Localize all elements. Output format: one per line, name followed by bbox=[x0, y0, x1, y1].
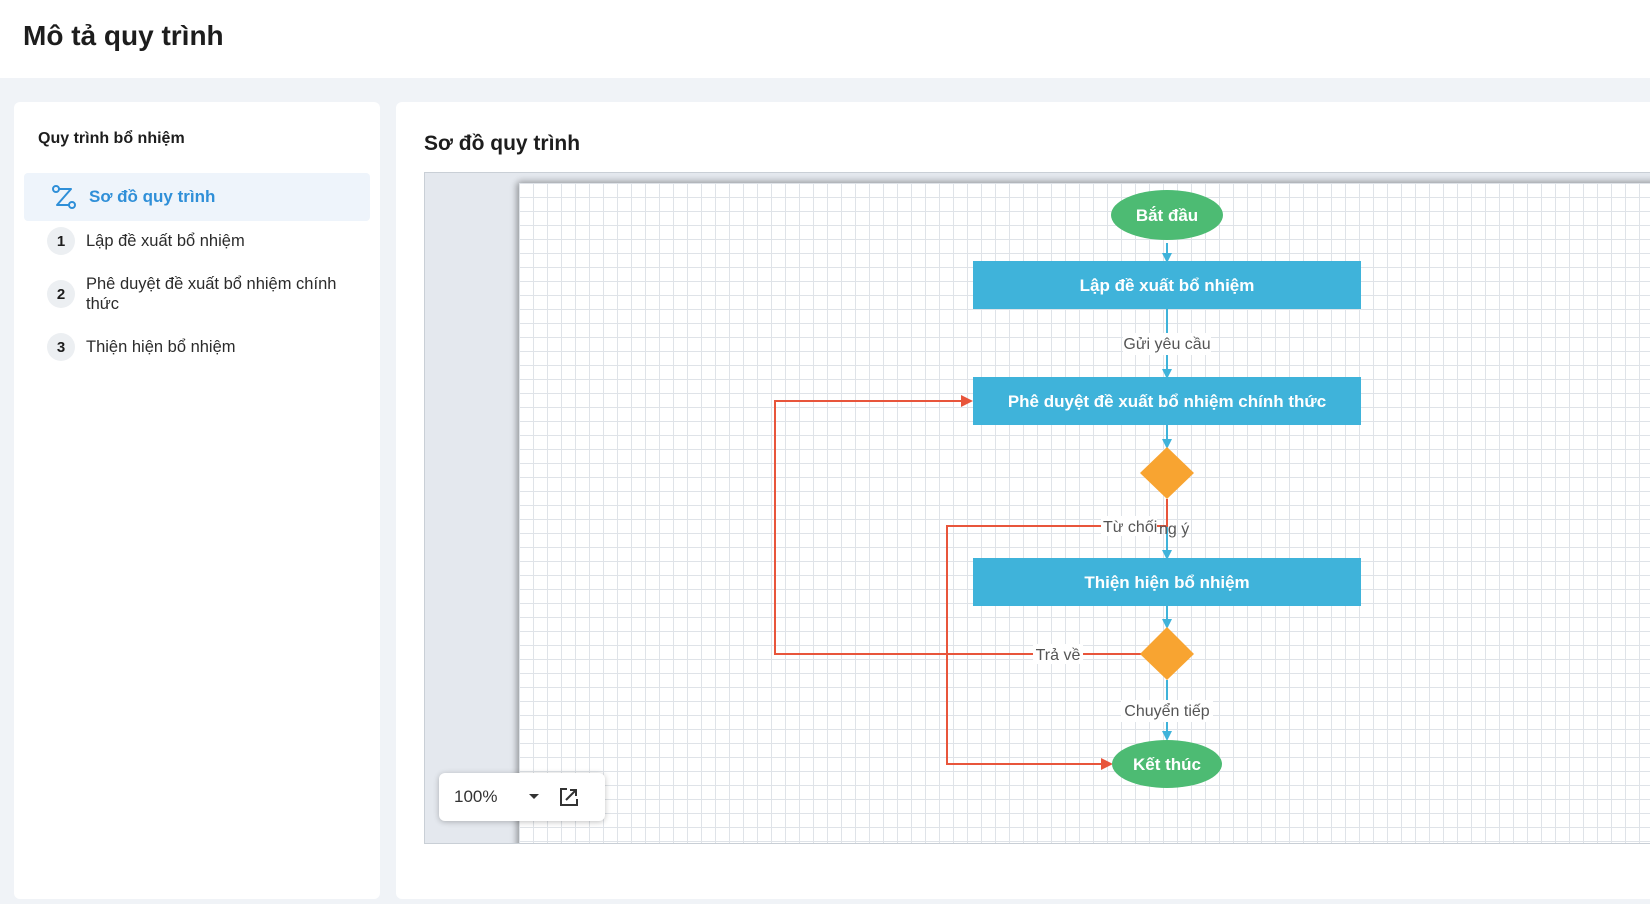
export-icon[interactable] bbox=[558, 786, 580, 808]
node-decision-approve[interactable] bbox=[1140, 447, 1194, 499]
node-start-label: Bắt đầu bbox=[1136, 206, 1198, 225]
left-panel: Quy trình bổ nhiệm Sơ đồ quy trình 1 Lập… bbox=[14, 102, 380, 899]
edge-label-return: Trả về bbox=[1036, 647, 1081, 664]
edge-label-bg bbox=[1101, 516, 1157, 536]
step-number: 2 bbox=[47, 280, 75, 308]
diagram-paper: Bắt đầu Lập đề xuất bổ nhiệm Phê duyệt đ… bbox=[519, 183, 1650, 843]
flow-diagram-icon bbox=[52, 185, 76, 209]
step-label: Lập đề xuất bổ nhiệm bbox=[86, 232, 245, 250]
zoom-toolbar: 100% bbox=[439, 773, 605, 821]
edge-return-to-step2 bbox=[774, 395, 1141, 655]
edge-label-send-request: Gửi yêu cầu bbox=[1123, 336, 1210, 353]
zoom-level: 100% bbox=[454, 787, 498, 806]
sidebar-step-2[interactable]: 2 Phê duyệt đề xuất bổ nhiệm chính thức bbox=[47, 274, 367, 314]
node-step1-label: Lập đề xuất bổ nhiệm bbox=[1080, 276, 1255, 295]
sidebar-step-1[interactable]: 1 Lập đề xuất bổ nhiệm bbox=[47, 227, 367, 255]
node-step2[interactable] bbox=[973, 377, 1361, 425]
step-label: Phê duyệt đề xuất bổ nhiệm chính thức bbox=[86, 275, 337, 313]
page-title: Mô tả quy trình bbox=[23, 20, 224, 51]
edge-label-reject: Từ chối bbox=[1103, 519, 1157, 536]
diagram-canvas[interactable]: Bắt đầu Lập đề xuất bổ nhiệm Phê duyệt đ… bbox=[424, 172, 1650, 844]
caret-down-icon[interactable] bbox=[528, 793, 540, 801]
node-end-label: Kết thúc bbox=[1133, 755, 1201, 774]
edge-label-bg bbox=[1033, 644, 1083, 664]
top-header: Mô tả quy trình bbox=[0, 0, 1650, 78]
sidebar-step-3[interactable]: 3 Thiện hiện bổ nhiệm bbox=[47, 333, 367, 361]
flow-diagram: Bắt đầu Lập đề xuất bổ nhiệm Phê duyệt đ… bbox=[774, 190, 1361, 788]
step-number: 3 bbox=[47, 333, 75, 361]
node-start[interactable] bbox=[1111, 190, 1223, 240]
nav-item-label: Sơ đồ quy trình bbox=[89, 187, 216, 206]
node-end[interactable] bbox=[1112, 740, 1222, 788]
edge-label-bg bbox=[1123, 333, 1211, 355]
node-step3-label: Thiện hiện bổ nhiệm bbox=[1084, 573, 1249, 592]
node-step1[interactable] bbox=[973, 261, 1361, 309]
process-list-title: Quy trình bổ nhiệm bbox=[38, 130, 185, 147]
nav-item-process-diagram[interactable]: Sơ đồ quy trình bbox=[24, 173, 370, 221]
edge-label-agree: ng ý bbox=[1159, 521, 1189, 538]
main-panel: Sơ đồ quy trình bbox=[396, 102, 1650, 899]
step-number: 1 bbox=[47, 227, 75, 255]
node-step3[interactable] bbox=[973, 558, 1361, 606]
step-label: Thiện hiện bổ nhiệm bbox=[86, 338, 236, 356]
node-step2-label: Phê duyệt đề xuất bổ nhiệm chính thức bbox=[1008, 392, 1326, 411]
diagram-section-title: Sơ đồ quy trình bbox=[424, 132, 581, 155]
edge-label-forward: Chuyển tiếp bbox=[1124, 702, 1209, 720]
edge-reject-to-end bbox=[946, 499, 1168, 770]
edge-label-bg bbox=[1121, 700, 1213, 722]
node-decision-execute[interactable] bbox=[1140, 627, 1194, 680]
